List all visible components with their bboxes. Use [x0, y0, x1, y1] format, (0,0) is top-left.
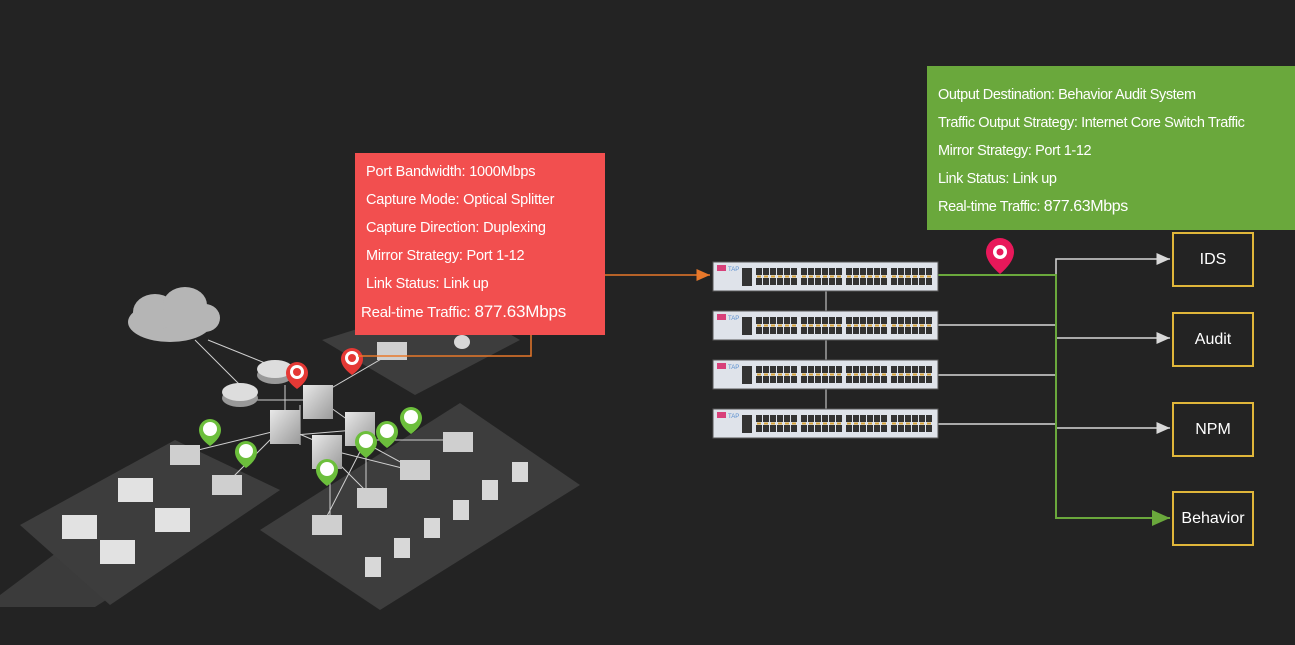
- tap-brand: TAP: [728, 316, 739, 322]
- switch-icon: [170, 445, 200, 465]
- tap-logo: [717, 314, 726, 320]
- mirror-strategy: Mirror Strategy: Port 1-12: [938, 143, 1092, 159]
- tap-device[interactable]: TAP: [712, 359, 939, 390]
- destination-npm[interactable]: NPM: [1172, 402, 1254, 457]
- server-icon: [118, 478, 153, 502]
- output-info-panel: Output Destination: Behavior Audit Syste…: [927, 66, 1295, 230]
- destination-audit[interactable]: Audit: [1172, 312, 1254, 367]
- database-icon: [453, 500, 469, 520]
- tap-device[interactable]: TAP: [712, 261, 939, 292]
- traffic-label: Real-time Traffic:: [361, 304, 475, 321]
- platform-right: [260, 403, 580, 610]
- database-icon: [512, 462, 528, 482]
- monitor-pin-icon: [199, 419, 221, 446]
- tap-logo: [717, 363, 726, 369]
- tap-logo: [717, 412, 726, 418]
- capture-mode: Capture Mode: Optical Splitter: [366, 192, 555, 208]
- output-destination: Output Destination: Behavior Audit Syste…: [938, 87, 1196, 103]
- tap-brand: TAP: [728, 414, 739, 420]
- destination-label: NPM: [1195, 420, 1231, 438]
- monitor-pin-icon: [235, 441, 257, 468]
- switch-icon: [312, 515, 342, 535]
- switch-icon: [400, 460, 430, 480]
- destination-ids[interactable]: IDS: [1172, 232, 1254, 287]
- realtime-traffic: Real-time Traffic: 877.63Mbps: [938, 196, 1295, 224]
- router-icon: [222, 383, 258, 407]
- capture-pin-icon: [341, 348, 363, 375]
- camera-icon: [454, 335, 470, 349]
- database-icon: [394, 538, 410, 558]
- switch-icon: [303, 385, 333, 419]
- switch-icon: [377, 342, 407, 360]
- server-icon: [155, 508, 190, 532]
- database-icon: [424, 518, 440, 538]
- router-icon: [257, 360, 293, 384]
- switch-icon: [357, 488, 387, 508]
- server-icon: [62, 515, 97, 539]
- realtime-traffic: Real-time Traffic: 877.63Mbps: [361, 301, 605, 329]
- tap-devices: TAP TAP TAP TAP: [712, 261, 939, 439]
- cloud-icon: [128, 287, 220, 342]
- tap-device[interactable]: TAP: [712, 310, 939, 341]
- traffic-value: 877.63Mbps: [1043, 198, 1128, 215]
- link-status: Link Status: Link up: [366, 276, 489, 292]
- capture-pin-icon: [286, 362, 308, 389]
- capture-info-panel: Port Bandwidth: 1000Mbps Capture Mode: O…: [355, 153, 605, 335]
- traffic-output-strategy: Traffic Output Strategy: Internet Core S…: [938, 115, 1245, 131]
- server-icon: [100, 540, 135, 564]
- tap-brand: TAP: [728, 267, 739, 273]
- destination-behavior[interactable]: Behavior: [1172, 491, 1254, 546]
- database-pin-icon: [376, 421, 398, 448]
- switch-icon: [443, 432, 473, 452]
- location-pin-icon: [986, 238, 1014, 274]
- traffic-value: 877.63Mbps: [474, 302, 567, 321]
- green-pins: [199, 407, 422, 486]
- monitor-pin-icon: [316, 459, 338, 486]
- mirror-strategy: Mirror Strategy: Port 1-12: [366, 248, 525, 264]
- switch-icon: [212, 475, 242, 495]
- tap-device[interactable]: TAP: [712, 408, 939, 439]
- database-icon: [482, 480, 498, 500]
- servers: [62, 478, 190, 564]
- destination-label: Audit: [1194, 330, 1232, 348]
- database-icon: [365, 557, 381, 577]
- output-links: [938, 253, 1170, 526]
- databases: [365, 335, 528, 577]
- destination-label: Behavior: [1181, 509, 1245, 527]
- traffic-label: Real-time Traffic:: [938, 199, 1044, 215]
- tap-brand: TAP: [728, 365, 739, 371]
- destination-label: IDS: [1199, 250, 1227, 268]
- database-pin-icon: [400, 407, 422, 434]
- switch-icon: [270, 410, 300, 444]
- link-status: Link Status: Link up: [938, 171, 1057, 187]
- database-pin-icon: [355, 431, 377, 458]
- tap-logo: [717, 265, 726, 271]
- access-switches: [170, 342, 473, 535]
- capture-direction: Capture Direction: Duplexing: [366, 220, 546, 236]
- port-bandwidth: Port Bandwidth: 1000Mbps: [366, 164, 536, 180]
